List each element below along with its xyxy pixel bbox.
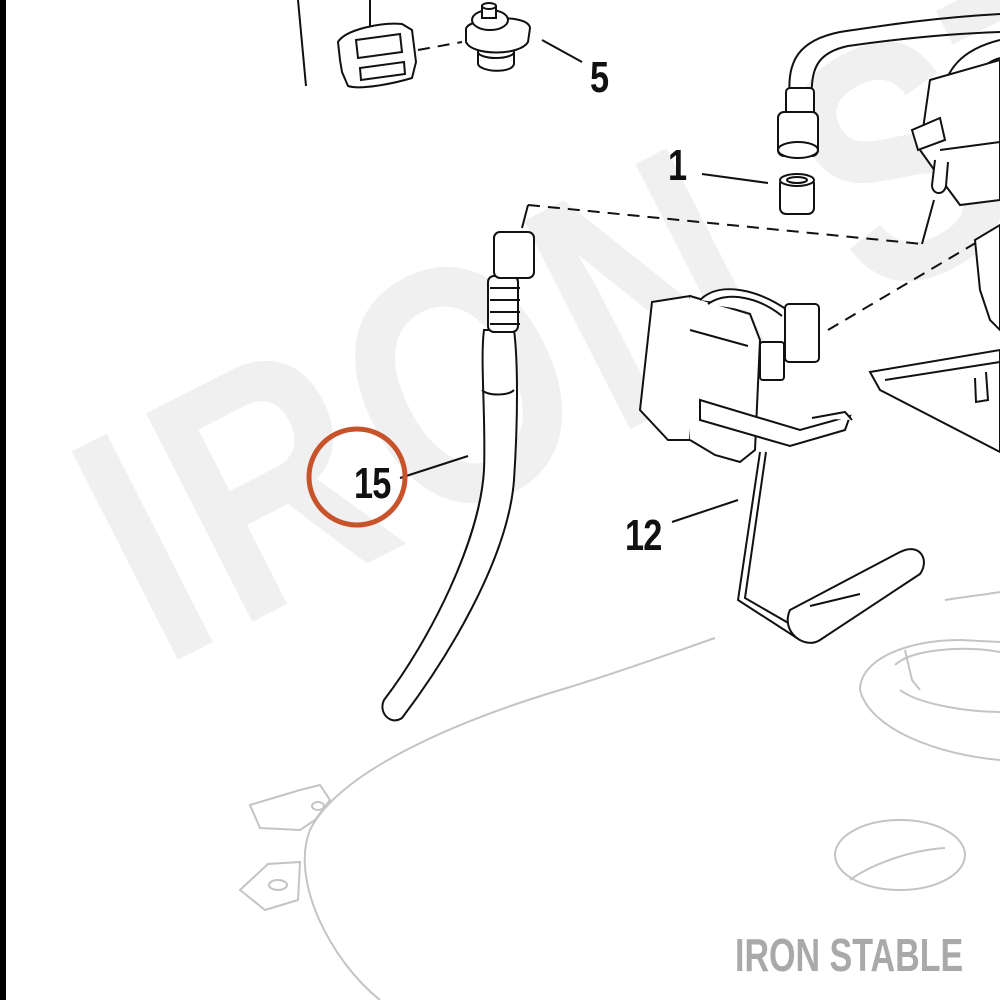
sender-arm-and-float <box>736 451 925 644</box>
filter-strainer <box>868 348 1000 454</box>
pump-assembly <box>910 58 1000 332</box>
clip-part <box>336 22 418 89</box>
fuel-tank-outline <box>238 591 1000 1000</box>
dashed-assembly-lines <box>417 41 985 331</box>
fuel-level-sender <box>638 288 853 464</box>
hose-fitting <box>777 87 819 159</box>
leader-lines <box>297 0 935 523</box>
hose-part-15 <box>381 231 535 722</box>
cap-part-5 <box>465 2 532 72</box>
callout-label-12: 12 <box>625 511 662 560</box>
highlight-circle <box>306 426 408 528</box>
callout-label-5: 5 <box>590 53 609 102</box>
brand-watermark: IRON STABLE <box>735 929 964 981</box>
callout-label-1: 1 <box>668 141 687 190</box>
callout-label-15: 15 <box>354 459 391 508</box>
left-edge-bar <box>0 0 6 1000</box>
connector-part-1 <box>779 173 815 215</box>
